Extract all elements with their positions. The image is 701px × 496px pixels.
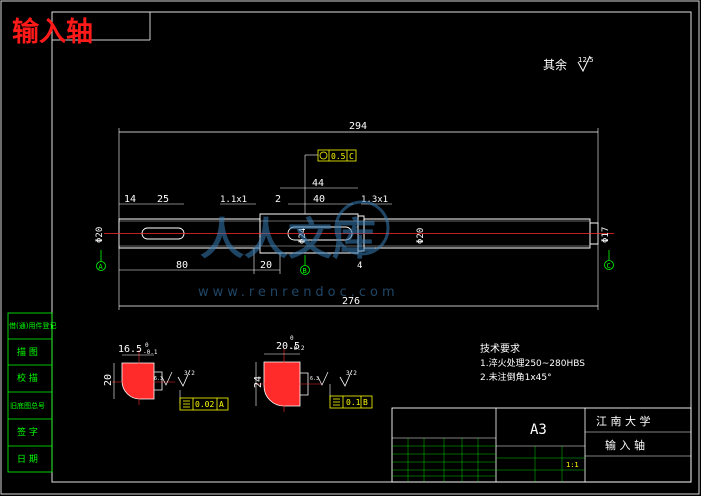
left-panel-3: 旧底图总号: [10, 401, 45, 410]
datum-b: B: [300, 255, 310, 275]
section1-rough2-icon: [161, 371, 173, 386]
dim-44: 44: [312, 178, 324, 189]
section2-fcf: [329, 395, 373, 409]
page-title: 输入轴: [12, 16, 93, 48]
symmetry-icon: [183, 400, 190, 408]
section1-fcf: [179, 397, 229, 411]
scale-value: 1:1: [566, 461, 579, 469]
datum-a-label: A: [99, 263, 104, 271]
roughness-symbol-icon: [577, 55, 591, 73]
section-view-2: 20.5 0 -0.2 24 3.2 6.3 0.1 B: [253, 335, 373, 412]
dia-right2: Φ17: [601, 227, 611, 243]
section1-rough2: 6.3: [154, 376, 163, 382]
fcf-top-datum: C: [349, 152, 354, 161]
sheet-size: A3: [530, 422, 547, 438]
section2-rough2: 6.3: [310, 376, 319, 382]
chamfer-right: 1.3x1: [361, 195, 388, 205]
datum-c-label: C: [607, 262, 611, 270]
section2-tol-lower: -0.2: [290, 345, 305, 352]
tech-heading: 技术要求: [480, 342, 520, 355]
section1-fcf-datum: A: [219, 400, 224, 409]
section1-tol-lower: -0.1: [143, 349, 158, 356]
surface-note: 其余: [543, 57, 567, 72]
dim-20: 20: [260, 260, 272, 271]
symmetry-icon-2: [333, 398, 340, 406]
svg-text:人人文库: 人人文库: [200, 214, 376, 265]
dim-25: 25: [157, 194, 169, 205]
section2-rough-icon: [339, 369, 353, 387]
dim-overall-top: 294: [349, 121, 367, 132]
surface-roughness-value: 12.5: [578, 56, 594, 64]
dia-mid: Φ24: [298, 228, 308, 244]
dia-right1: Φ20: [416, 228, 426, 244]
section2-fcf-datum: B: [363, 398, 368, 407]
school-name: 江 南 大 学: [596, 414, 651, 428]
section1-width: 16.5: [118, 344, 142, 355]
left-panel-2: 校 描: [17, 372, 38, 384]
watermark: 人人文库 www.renrendoc.com: [198, 200, 399, 300]
dim-overall-bottom: 276: [342, 296, 360, 307]
dim-2: 2: [275, 194, 281, 205]
dim-4: 4: [357, 261, 362, 271]
left-panel-5: 日 期: [17, 454, 38, 465]
datum-a: A: [96, 250, 106, 271]
inner-frame: [51, 11, 692, 483]
concentricity-icon: [319, 151, 328, 160]
dim-40: 40: [313, 194, 325, 205]
datum-c: C: [604, 250, 614, 270]
section1-height: 20: [103, 374, 114, 386]
chamfer-left: 1.1x1: [220, 195, 247, 205]
section2-rough: 3.2: [346, 370, 357, 377]
section2-height: 24: [253, 376, 264, 388]
watermark-url: www.renrendoc.com: [198, 285, 399, 300]
section2-width: 20.5: [276, 341, 300, 352]
datum-b-label: B: [303, 267, 307, 275]
fcf-top-value: 0.5: [331, 152, 346, 161]
section1-tol-upper: 0: [145, 342, 149, 349]
section2-rough2-icon: [317, 371, 329, 386]
left-register-panel: [7, 312, 53, 473]
section1-fcf-value: 0.02: [195, 400, 214, 409]
left-panel-0: 借(通)用件登记: [9, 321, 56, 330]
section1-rough-icon: [177, 369, 191, 387]
left-panel-1: 描 图: [17, 346, 38, 358]
tech-line1: 1.淬火处理250~280HBS: [480, 357, 585, 369]
section2-tol-upper: 0: [290, 335, 294, 342]
dia-left: Φ20: [95, 227, 105, 243]
section-view-1: 16.5 0 -0.1 20 3.2 6.3 0.02 A: [103, 342, 229, 411]
fcf-top: [317, 149, 357, 162]
left-panel-4: 签 字: [17, 426, 38, 438]
dim-14: 14: [124, 194, 136, 205]
dim-80: 80: [176, 260, 188, 271]
tech-line2: 2.未注倒角1x45°: [480, 371, 552, 383]
section2-fcf-value: 0.1: [346, 398, 361, 407]
section1-rough: 3.2: [184, 370, 195, 377]
title-block: A3 江 南 大 学 输 入 轴 1:1: [391, 407, 692, 483]
part-name: 输 入 轴: [605, 438, 645, 452]
